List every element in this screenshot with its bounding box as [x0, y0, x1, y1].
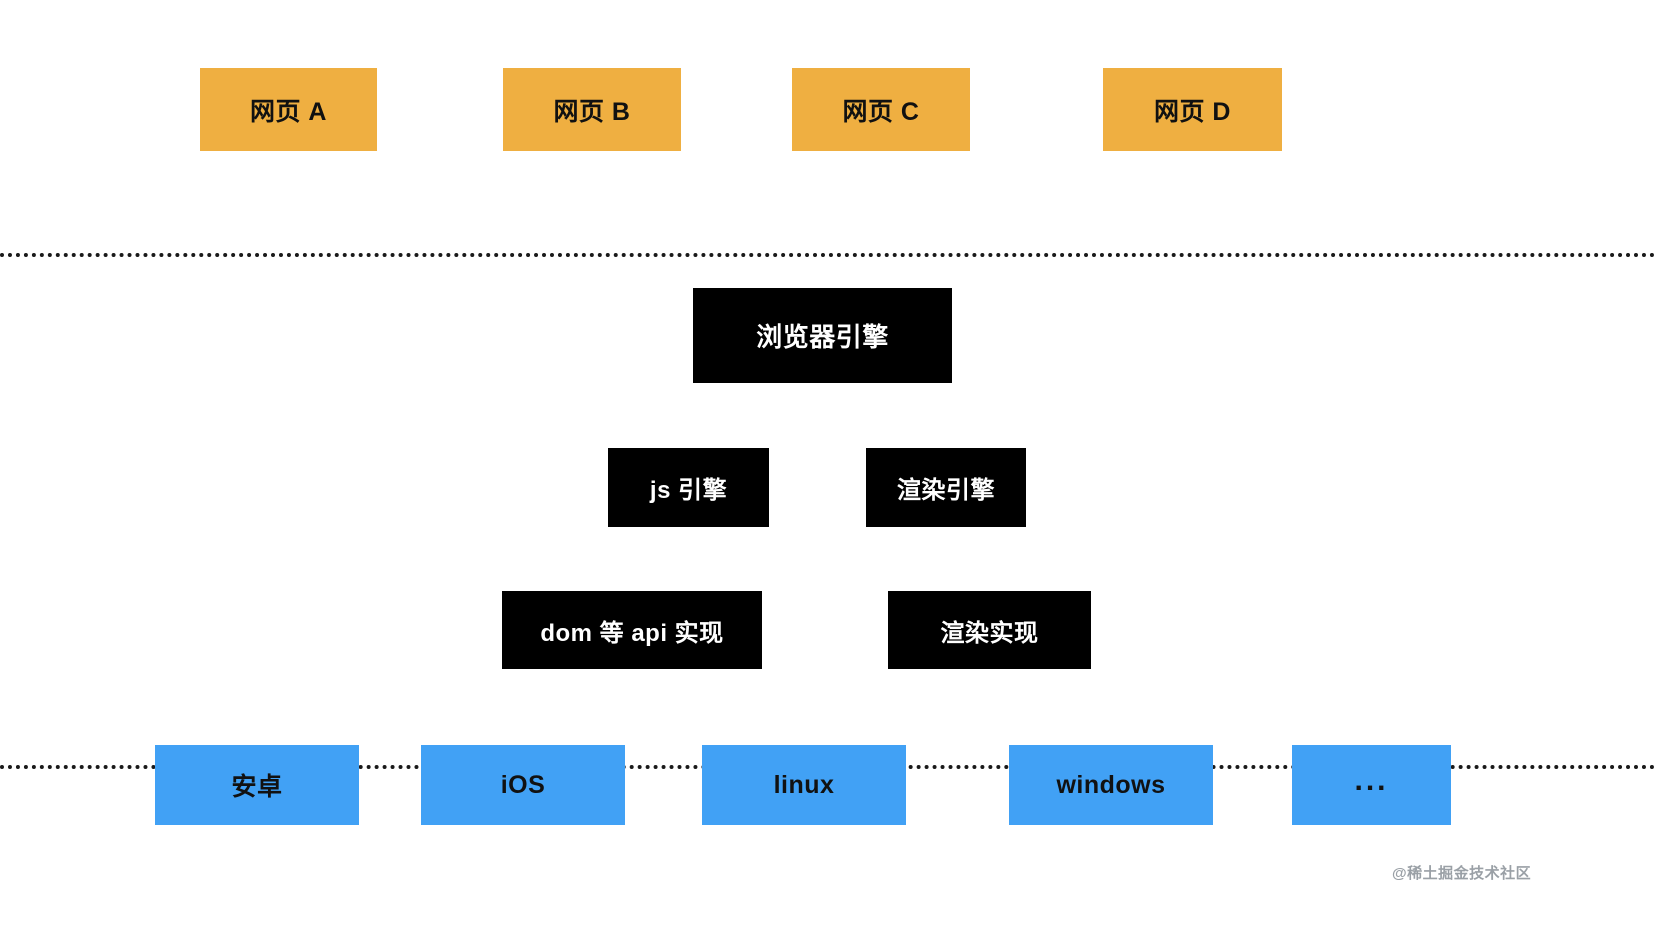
os-box-label: iOS: [500, 770, 546, 799]
web-page-box-label: 网页 C: [842, 97, 920, 126]
engine-box-label: 渲染引擎: [897, 477, 995, 504]
engine-box-label: 浏览器引擎: [756, 322, 889, 352]
watermark: @稀土掘金技术社区: [1392, 865, 1532, 882]
os-box-5[interactable]: ...: [1292, 745, 1451, 825]
web-page-box-3[interactable]: 网页 C: [792, 68, 970, 151]
os-box-2[interactable]: iOS: [421, 745, 625, 825]
os-box-1[interactable]: 安卓: [155, 745, 359, 825]
os-box-label: linux: [773, 770, 835, 799]
os-box-label: ...: [1354, 764, 1389, 797]
os-box-3[interactable]: linux: [702, 745, 906, 825]
engine-box-5[interactable]: 渲染实现: [888, 591, 1091, 669]
engine-box-label: js 引擎: [649, 477, 728, 504]
os-box-4[interactable]: windows: [1009, 745, 1213, 825]
divider-pages-engine: [0, 253, 1656, 257]
web-page-box-label: 网页 B: [553, 97, 631, 126]
engine-box-label: 渲染实现: [940, 619, 1039, 647]
web-page-box-2[interactable]: 网页 B: [503, 68, 681, 151]
engine-box-2[interactable]: js 引擎: [608, 448, 769, 527]
web-page-box-4[interactable]: 网页 D: [1103, 68, 1282, 151]
web-page-box-label: 网页 A: [249, 97, 327, 126]
web-page-box-label: 网页 D: [1153, 97, 1231, 126]
engine-box-3[interactable]: 渲染引擎: [866, 448, 1026, 527]
engine-box-1[interactable]: 浏览器引擎: [693, 288, 952, 383]
engine-box-4[interactable]: dom 等 api 实现: [502, 591, 762, 669]
web-page-box-1[interactable]: 网页 A: [200, 68, 377, 151]
engine-box-label: dom 等 api 实现: [540, 619, 724, 647]
os-box-label: 安卓: [231, 773, 283, 801]
os-box-label: windows: [1056, 770, 1166, 799]
